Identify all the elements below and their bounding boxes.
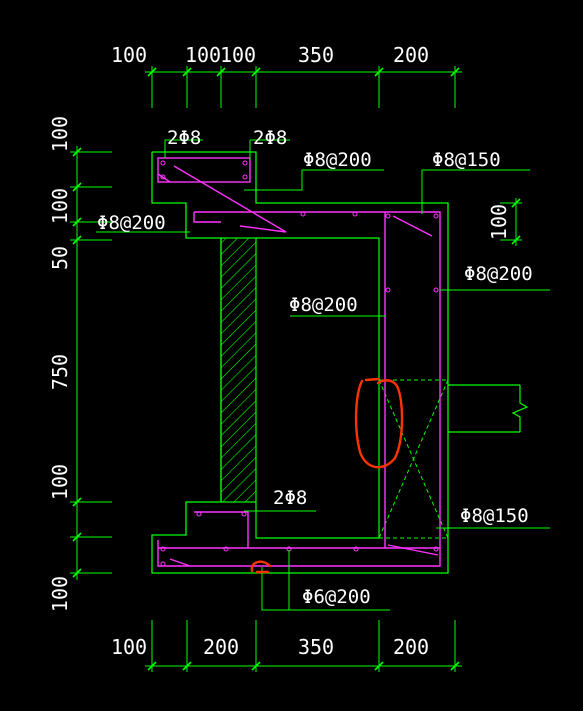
top-dim-5: 200: [393, 43, 429, 67]
label-inner-stirrup: Φ8@200: [289, 294, 358, 316]
left-dim-3: 50: [48, 246, 72, 270]
dimension-ticks: [72, 67, 521, 671]
hidden-slab: [378, 379, 449, 539]
right-dim: 100: [487, 204, 511, 240]
leader-lines: [96, 139, 550, 611]
label-bottom-bars: 2Φ8: [273, 487, 307, 509]
label-top-right-bars: 2Φ8: [253, 127, 287, 149]
bottom-dim-3: 350: [298, 635, 334, 659]
markup-annotations: [250, 377, 404, 574]
label-bottom-stirrup: Φ6@200: [302, 586, 371, 608]
masonry-wall-hatch: [220, 237, 257, 503]
label-bottom-right-stirrup: Φ8@150: [460, 505, 529, 527]
bottom-dim-1: 100: [111, 635, 147, 659]
left-dim-2: 100: [48, 188, 72, 224]
label-top-right-stirrup: Φ8@150: [432, 149, 501, 171]
left-dim-6: 100: [48, 576, 72, 612]
bottom-dim-2: 200: [203, 635, 239, 659]
top-dim-2: 100: [185, 43, 221, 67]
label-top-left-bars: 2Φ8: [167, 127, 201, 149]
top-dim-3: 100: [220, 43, 256, 67]
left-dim-1: 100: [48, 116, 72, 152]
label-right-stirrup: Φ8@200: [464, 263, 533, 285]
label-left-stirrup: Φ8@200: [97, 212, 166, 234]
bottom-dim-4: 200: [393, 635, 429, 659]
top-dim-1: 100: [111, 43, 147, 67]
adjoining-slab: [448, 384, 529, 433]
top-dim-4: 350: [298, 43, 334, 67]
left-dim-4: 750: [48, 354, 72, 390]
left-dim-5: 100: [48, 464, 72, 500]
section-outline: [151, 151, 449, 574]
label-top-stirrup: Φ8@200: [303, 149, 372, 171]
rebar-dots: [160, 160, 439, 567]
